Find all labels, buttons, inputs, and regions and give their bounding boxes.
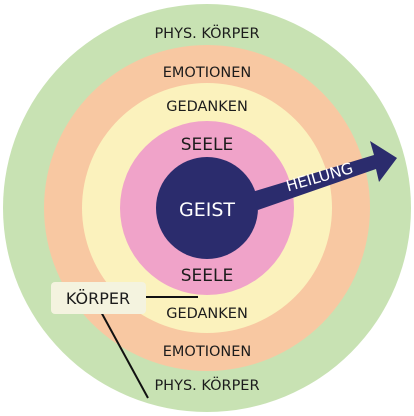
label-gedanken-bottom: GEDANKEN bbox=[166, 306, 248, 322]
callout-line-diagonal bbox=[99, 309, 149, 399]
koerper-label: KÖRPER bbox=[66, 289, 130, 308]
label-seele-bottom: SEELE bbox=[181, 266, 234, 286]
label-emotionen-top: EMOTIONEN bbox=[163, 65, 252, 81]
label-emotionen-bottom: EMOTIONEN bbox=[163, 344, 252, 360]
label-seele-top: SEELE bbox=[181, 135, 234, 155]
koerper-callout: KÖRPER bbox=[51, 282, 198, 399]
label-phys-koerper-bottom: PHYS. KÖRPER bbox=[154, 376, 259, 394]
label-geist: GEIST bbox=[179, 199, 235, 221]
arrow-shape bbox=[252, 141, 397, 210]
circle-geist bbox=[156, 157, 258, 259]
label-phys-koerper-top: PHYS. KÖRPER bbox=[154, 24, 259, 42]
koerper-label-box bbox=[51, 282, 146, 314]
label-gedanken-top: GEDANKEN bbox=[166, 99, 248, 115]
